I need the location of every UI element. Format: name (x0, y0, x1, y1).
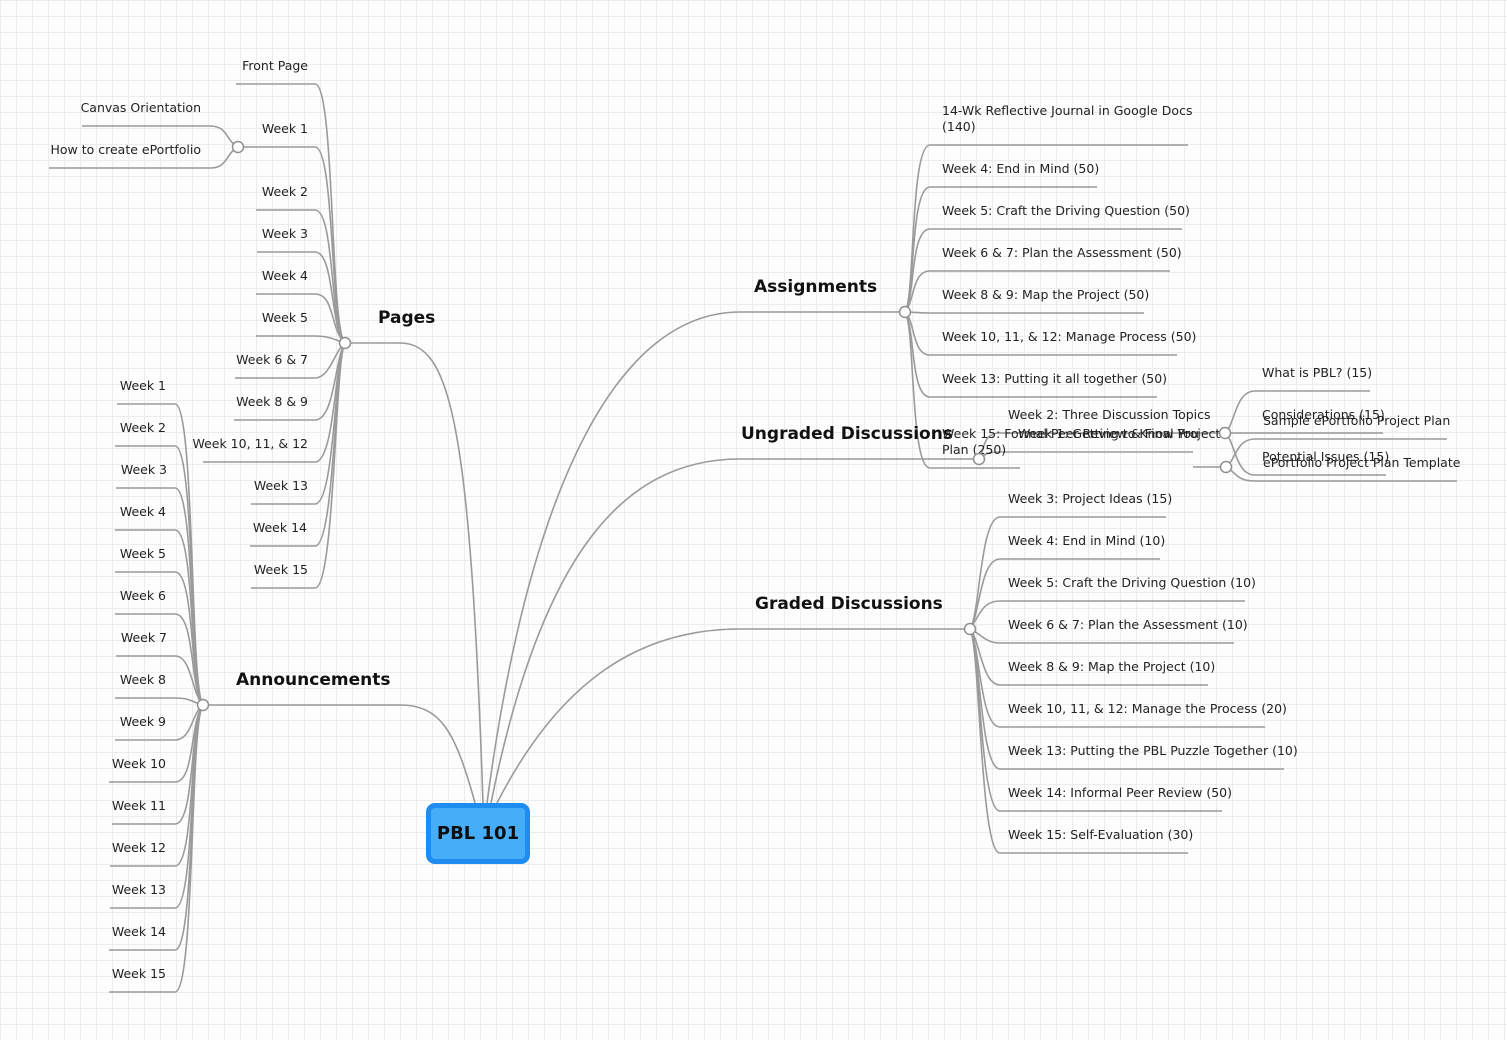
root-topic[interactable]: PBL 101 (426, 803, 530, 864)
pages-item-week-1[interactable]: Week 1 (262, 121, 308, 136)
pages-week1-canvas-orientation[interactable]: Canvas Orientation (81, 100, 201, 115)
ungraded-potential-issues[interactable]: Potential Issues (15) (1262, 449, 1389, 464)
announcement-week-1[interactable]: Week 1 (120, 378, 166, 393)
announcement-week-7[interactable]: Week 7 (121, 630, 167, 645)
ungraded-considerations[interactable]: Considerations (15) (1262, 407, 1385, 422)
pages-item-week-14[interactable]: Week 14 (253, 520, 307, 535)
pages-week1-how-to-create-eportfolio[interactable]: How to create ePortfolio (50, 142, 201, 157)
pages-item-week-3[interactable]: Week 3 (262, 226, 308, 241)
ungraded-what-is-pbl[interactable]: What is PBL? (15) (1262, 365, 1372, 380)
announcement-week-3[interactable]: Week 3 (121, 462, 167, 477)
graded-week-13[interactable]: Week 13: Putting the PBL Puzzle Together… (1008, 743, 1298, 758)
assignment-week-8-9[interactable]: Week 8 & 9: Map the Project (50) (942, 287, 1149, 302)
announcement-week-12[interactable]: Week 12 (112, 840, 166, 855)
assignment-week-5[interactable]: Week 5: Craft the Driving Question (50) (942, 203, 1190, 218)
ungraded-week2-collapse-knob[interactable] (1218, 426, 1232, 440)
pages-collapse-knob[interactable] (338, 336, 352, 350)
pages-connectors (49, 83, 346, 589)
root-to-assignments-line (486, 311, 741, 804)
ungraded-week-2-three-topics[interactable]: Week 2: Three Discussion Topics (1008, 407, 1211, 422)
ungraded-week1-collapse-knob[interactable] (1219, 460, 1233, 474)
ungraded-sample-eportfolio-plan[interactable]: Sample ePortfolio Project Plan (1263, 413, 1450, 428)
announcements-connectors (109, 403, 204, 993)
assignments-collapse-knob[interactable] (898, 305, 912, 319)
graded-week-5[interactable]: Week 5: Craft the Driving Question (10) (1008, 575, 1256, 590)
graded-week-8-9[interactable]: Week 8 & 9: Map the Project (10) (1008, 659, 1215, 674)
root-to-ungraded-line (490, 458, 741, 804)
assignment-week-13[interactable]: Week 13: Putting it all together (50) (942, 371, 1167, 386)
graded-week-4[interactable]: Week 4: End in Mind (10) (1008, 533, 1165, 548)
ungraded-eportfolio-plan-template[interactable]: ePortfolio Project Plan Template (1263, 455, 1461, 470)
announcements-items: Week 1 Week 2 Week 3 Week 4 Week 5 Week … (112, 378, 167, 981)
root-to-graded-line (496, 628, 741, 804)
pages-item-front-page[interactable]: Front Page (242, 58, 308, 73)
graded-items: Week 3: Project Ideas (15) Week 4: End i… (1008, 491, 1298, 842)
pages-item-week-2[interactable]: Week 2 (262, 184, 308, 199)
root-to-announcements-line (399, 704, 476, 804)
announcement-week-9[interactable]: Week 9 (120, 714, 166, 729)
ungraded-items: Week 2: Three Discussion Topics Week 1: … (1008, 365, 1461, 470)
announcement-week-5[interactable]: Week 5 (120, 546, 166, 561)
pages-item-week-8-9[interactable]: Week 8 & 9 (236, 394, 308, 409)
graded-week-10-11-12[interactable]: Week 10, 11, & 12: Manage the Process (2… (1008, 701, 1287, 716)
branch-announcements[interactable]: Announcements (236, 670, 390, 690)
announcement-week-2[interactable]: Week 2 (120, 420, 166, 435)
assignment-week-6-7[interactable]: Week 6 & 7: Plan the Assessment (50) (942, 245, 1182, 260)
pages-item-week-15[interactable]: Week 15 (254, 562, 308, 577)
graded-connectors (969, 516, 1284, 854)
announcement-week-11[interactable]: Week 11 (112, 798, 166, 813)
announcement-week-14[interactable]: Week 14 (112, 924, 166, 939)
announcement-week-13[interactable]: Week 13 (112, 882, 166, 897)
graded-collapse-knob[interactable] (963, 622, 977, 636)
announcement-week-15[interactable]: Week 15 (112, 966, 166, 981)
root-topic-label: PBL 101 (436, 823, 520, 844)
graded-week-14[interactable]: Week 14: Informal Peer Review (50) (1008, 785, 1232, 800)
announcements-collapse-knob[interactable] (196, 698, 210, 712)
announcement-week-6[interactable]: Week 6 (120, 588, 166, 603)
announcement-week-8[interactable]: Week 8 (120, 672, 166, 687)
graded-week-15[interactable]: Week 15: Self-Evaluation (30) (1008, 827, 1193, 842)
assignment-week-4[interactable]: Week 4: End in Mind (50) (942, 161, 1099, 176)
pages-items: Front Page Week 1 Week 2 Week 3 Week 4 W… (50, 58, 308, 577)
pages-item-week-13[interactable]: Week 13 (254, 478, 308, 493)
announcement-week-4[interactable]: Week 4 (120, 504, 166, 519)
collapse-knobs (196, 140, 1233, 712)
pages-week1-collapse-knob[interactable] (231, 140, 245, 154)
connector-lines (49, 83, 1457, 993)
assignments-connectors (904, 144, 1188, 469)
announcement-week-10[interactable]: Week 10 (112, 756, 166, 771)
pages-item-week-6-7[interactable]: Week 6 & 7 (236, 352, 308, 367)
ungraded-connectors (978, 390, 1457, 482)
root-to-pages-line (399, 342, 484, 804)
branch-assignments[interactable]: Assignments (754, 277, 877, 297)
pages-item-week-10-11-12[interactable]: Week 10, 11, & 12 (192, 436, 308, 451)
ungraded-week-1-getting-to-know-you[interactable]: Week 1: Getting to Know You (1018, 426, 1199, 441)
branch-ungraded-discussions[interactable]: Ungraded Discussions (741, 424, 953, 444)
pages-item-week-5[interactable]: Week 5 (262, 310, 308, 325)
branch-graded-discussions[interactable]: Graded Discussions (755, 594, 943, 614)
pages-item-week-4[interactable]: Week 4 (262, 268, 308, 283)
graded-week-3[interactable]: Week 3: Project Ideas (15) (1008, 491, 1172, 506)
assignment-week-10-11-12[interactable]: Week 10, 11, & 12: Manage Process (50) (942, 329, 1196, 344)
branch-pages[interactable]: Pages (378, 308, 435, 328)
graded-week-6-7[interactable]: Week 6 & 7: Plan the Assessment (10) (1008, 617, 1248, 632)
assignments-items: 14-Wk Reflective Journal in Google Docs … (942, 103, 1224, 457)
assignment-reflective-journal[interactable]: 14-Wk Reflective Journal in Google Docs … (942, 103, 1196, 134)
ungraded-collapse-knob[interactable] (972, 452, 986, 466)
assignment-week-15[interactable]: Week 15: Formal Peer Review & Final Proj… (942, 426, 1224, 457)
